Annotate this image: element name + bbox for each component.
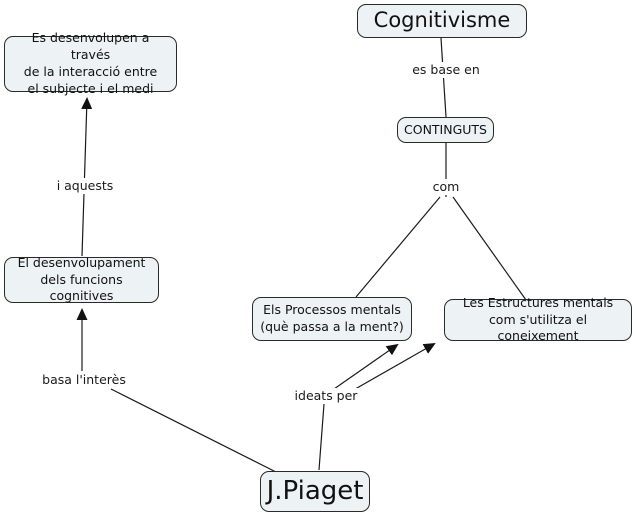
link-label-basa-interes[interactable]: basa l'interès xyxy=(39,372,129,388)
link-label-ideats-per[interactable]: ideats per xyxy=(291,388,361,404)
edge-iaquests-esdesenvolupen xyxy=(81,97,93,257)
node-cognitivisme[interactable]: Cognitivisme xyxy=(357,4,527,38)
link-label-com[interactable]: com xyxy=(429,179,463,195)
node-continguts[interactable]: CONTINGUTS xyxy=(397,117,494,143)
node-j-piaget[interactable]: J.Piaget xyxy=(260,471,370,512)
edge-ideatsper-lesestructures xyxy=(349,343,436,393)
edge-jpiaget-basainteres xyxy=(110,388,277,473)
edge-jpiaget-ideatsper xyxy=(318,403,325,471)
edge-com-els-processos xyxy=(355,196,441,298)
edge-com-les-estructures xyxy=(452,196,527,301)
node-les-estructures[interactable]: Les Estructures mentals com s'utilitza e… xyxy=(444,295,632,343)
link-label-es-base-en[interactable]: es base en xyxy=(409,62,483,78)
node-els-processos[interactable]: Els Processos mentals (què passa a la me… xyxy=(252,297,412,341)
node-es-desenvolupen[interactable]: Es desenvolupen a través de la interacci… xyxy=(4,30,177,96)
edge-ideatsper-elsprocessos xyxy=(333,343,399,390)
link-label-i-aquests[interactable]: i aquests xyxy=(53,178,117,194)
node-el-desenvolupament[interactable]: El desenvolupament dels funcions cogniti… xyxy=(4,255,159,303)
